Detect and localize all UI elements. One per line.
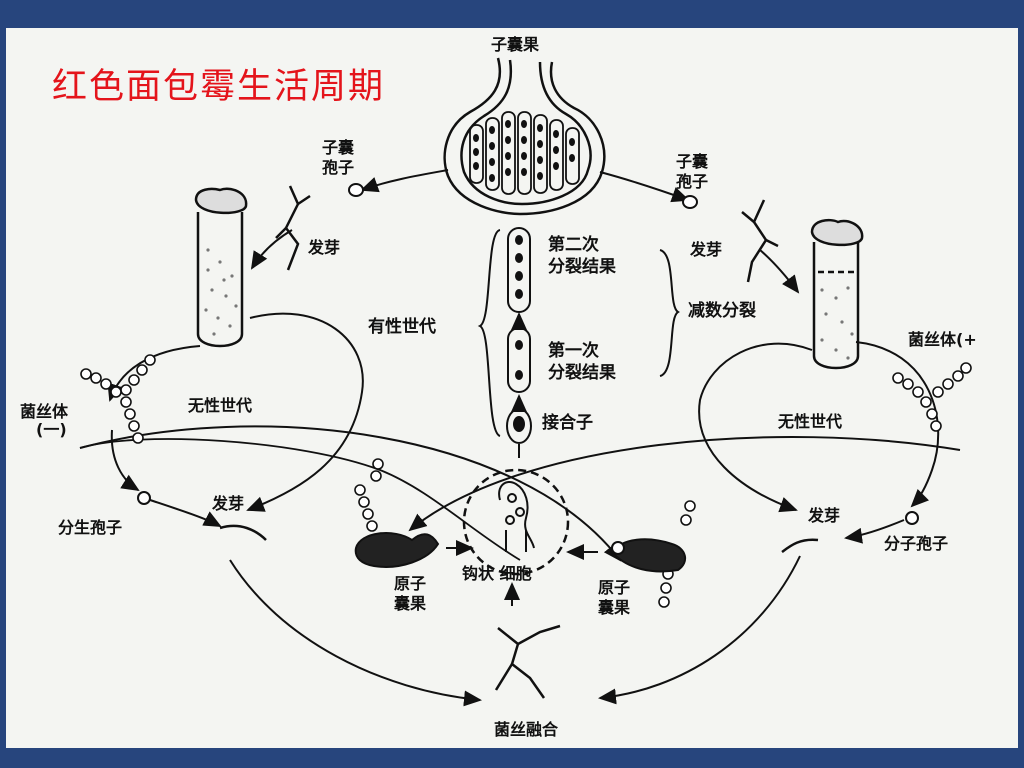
- second-division-line1: 第二次: [548, 235, 599, 255]
- meiosis-label: 减数分裂: [688, 301, 756, 321]
- hyphal-fusion-label: 菌丝融合: [494, 720, 559, 739]
- asexual-right-label: 无性世代: [778, 412, 843, 431]
- asexual-left-label: 无性世代: [188, 396, 253, 415]
- mycelium-right-label: 菌丝体(+: [908, 330, 977, 349]
- ascospore-left-line2: 孢子: [322, 158, 355, 177]
- ascospore-right-line2: 孢子: [676, 172, 709, 191]
- hook-cell-figure: [498, 481, 535, 552]
- germinate-left-label: 发芽: [308, 238, 341, 257]
- slide-frame-left: [0, 0, 8, 768]
- meiosis-brace: [659, 249, 680, 377]
- sexual-generation-label: 有性世代: [368, 317, 436, 337]
- conidium-left-label: 分生孢子: [58, 518, 123, 537]
- protoperithecium-right-line1: 原子: [598, 578, 631, 597]
- test-tube-right: [810, 218, 864, 370]
- first-division-line2: 分裂结果: [548, 363, 616, 383]
- slide-frame-top: [0, 0, 1024, 28]
- sprout-right-label: 发芽: [808, 506, 841, 525]
- sexual-brace: [477, 229, 501, 437]
- conidium-right-label: 分子孢子: [884, 534, 949, 553]
- cycle-arrows: [79, 169, 961, 707]
- mycelium-left-line1: 菌丝体: [20, 402, 69, 421]
- ascospore-left-line1: 子囊: [322, 138, 355, 157]
- mycelium-left-line2: (一): [36, 420, 67, 439]
- slide-frame-right: [1016, 0, 1024, 768]
- protoperithecium-left-line1: 原子: [394, 574, 427, 593]
- page-title: 红色面包霉生活周期: [52, 67, 386, 107]
- zygote-label: 接合子: [542, 413, 593, 433]
- ascocarp-figure: [443, 57, 606, 216]
- germinating-hyphae: [219, 185, 819, 699]
- germinate-right-label: 发芽: [690, 240, 723, 259]
- spores: [137, 183, 919, 525]
- ascocarp-label: 子囊果: [491, 35, 540, 54]
- diagram-paper: [6, 28, 1018, 748]
- test-tube-left: [194, 187, 248, 348]
- protoperithecium-right-line2: 囊果: [598, 598, 631, 617]
- sprout-left-label: 发芽: [212, 494, 245, 513]
- hook-cell-label: 钩状 细胞: [462, 564, 532, 583]
- ascospore-right-line1: 子囊: [676, 152, 709, 171]
- first-division-line1: 第一次: [548, 341, 599, 361]
- second-division-line2: 分裂结果: [548, 257, 616, 277]
- protoperithecium-figures: [354, 532, 687, 573]
- slide-frame-bottom: [0, 748, 1024, 768]
- hook-cell-ring: [462, 468, 570, 576]
- protoperithecium-left-line2: 囊果: [394, 594, 427, 613]
- ascus-sequence: [506, 227, 532, 458]
